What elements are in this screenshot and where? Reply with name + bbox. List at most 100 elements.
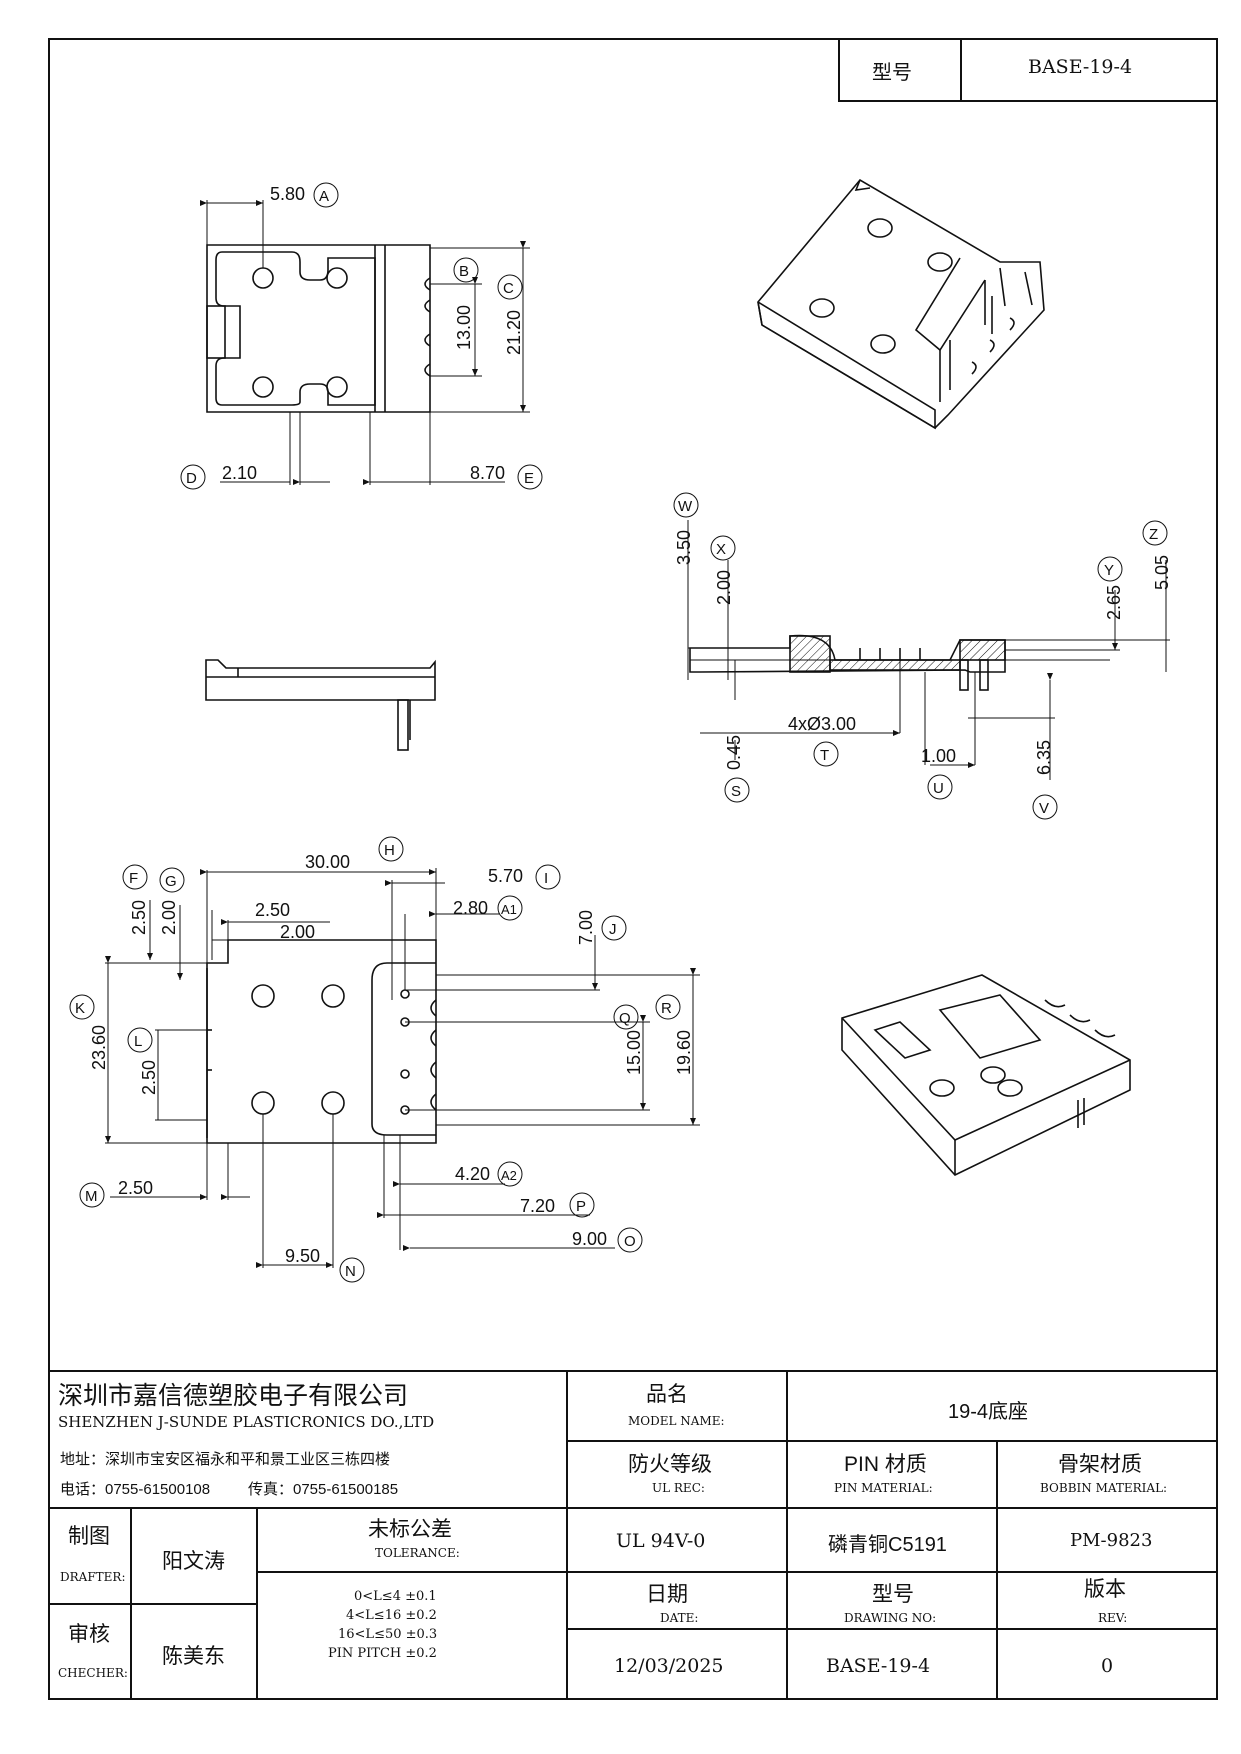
pin-material-label-cn: PIN 材质 — [844, 1453, 927, 1476]
svg-text:K: K — [75, 1000, 85, 1017]
dim-A2: 4.20 — [455, 1164, 490, 1184]
dim-P: 7.20 — [520, 1196, 555, 1216]
balloon-A: A — [319, 188, 329, 205]
svg-text:V: V — [1039, 800, 1049, 817]
dim-F: 2.50 — [129, 900, 149, 935]
rev-label-en: REV: — [1098, 1611, 1128, 1625]
bobbin-material-label-en: BOBBIN MATERIAL: — [1040, 1481, 1168, 1495]
dim-G2a: 2.50 — [255, 900, 290, 920]
model-name-label-en: MODEL NAME: — [628, 1414, 725, 1428]
dim-V: 6.35 — [1034, 740, 1054, 775]
drafter-label-cn: 制图 — [68, 1525, 110, 1548]
rev-value: 0 — [1101, 1655, 1114, 1677]
pin-material-label-en: PIN MATERIAL: — [834, 1481, 933, 1495]
isometric-view-bottom — [841, 974, 1131, 1176]
dim-Z: 5.05 — [1152, 555, 1172, 590]
tolerance-label-cn: 未标公差 — [368, 1518, 452, 1541]
dim-H: 30.00 — [305, 852, 350, 872]
svg-text:U: U — [933, 780, 944, 797]
drafter-label-en: DRAFTER: — [60, 1570, 126, 1584]
dim-R: 19.60 — [674, 1030, 694, 1075]
svg-text:A2: A2 — [501, 1168, 517, 1183]
svg-text:P: P — [576, 1198, 586, 1215]
company-phone: 电话：0755-61500108 — [60, 1481, 211, 1498]
header-model-value: BASE-19-4 — [1028, 56, 1133, 78]
dim-S: 0.45 — [724, 735, 744, 770]
svg-text:M: M — [85, 1188, 98, 1205]
company-name-en: SHENZHEN J-SUNDE PLASTICRONICS DO.,LTD — [58, 1413, 435, 1431]
svg-text:I: I — [544, 870, 548, 887]
title-block: 深圳市嘉信德塑胶电子有限公司 SHENZHEN J-SUNDE PLASTICR… — [48, 1370, 1218, 1700]
drawing-no-label-cn: 型号 — [872, 1583, 914, 1606]
svg-text:D: D — [186, 470, 197, 487]
dim-E: 8.70 — [470, 463, 505, 483]
bobbin-material-label-cn: 骨架材质 — [1058, 1453, 1142, 1476]
svg-text:F: F — [129, 870, 138, 887]
fire-rating-value: UL 94V-0 — [616, 1530, 706, 1552]
bottom-view — [206, 939, 437, 1144]
svg-text:Q: Q — [619, 1010, 631, 1027]
rev-label-cn: 版本 — [1084, 1578, 1126, 1601]
dim-O: 9.00 — [572, 1229, 607, 1249]
company-name-cn: 深圳市嘉信德塑胶电子有限公司 — [58, 1382, 409, 1410]
drawing-frame — [48, 38, 1218, 1700]
tolerance-line-2: 4<L≤16 ±0.2 — [346, 1608, 437, 1623]
dim-C: 21.20 — [504, 310, 524, 355]
fire-rating-label-en: UL REC: — [652, 1481, 705, 1495]
svg-text:G: G — [165, 873, 177, 890]
technical-drawings: 5.80 A B C 13.00 21.20 D 2.10 8.70 E W 3… — [69, 178, 1172, 1283]
dim-T: 4xØ3.00 — [788, 714, 856, 734]
dim-D: 2.10 — [222, 463, 257, 483]
svg-text:Z: Z — [1149, 526, 1158, 543]
dim-L: 2.50 — [139, 1060, 159, 1095]
dim-W: 3.50 — [674, 530, 694, 565]
company-address: 地址：深圳市宝安区福永和平和景工业区三栋四楼 — [60, 1451, 391, 1468]
model-name-value: 19-4底座 — [948, 1401, 1029, 1423]
svg-text:L: L — [134, 1033, 142, 1050]
header-model-box — [838, 38, 1218, 102]
checker-value: 陈美东 — [162, 1645, 225, 1668]
date-label-cn: 日期 — [646, 1583, 688, 1606]
pin-material-value: 磷青铜C5191 — [828, 1534, 947, 1556]
top-view — [206, 244, 431, 413]
dim-N: 9.50 — [285, 1246, 320, 1266]
dim-U: 1.00 — [921, 746, 956, 766]
fire-rating-label-cn: 防火等级 — [628, 1453, 712, 1476]
drawing-no-label-en: DRAWING NO: — [844, 1611, 937, 1625]
date-label-en: DATE: — [660, 1611, 699, 1625]
side-view — [205, 659, 436, 751]
date-value: 12/03/2025 — [614, 1655, 724, 1677]
tolerance-line-1: 0<L≤4 ±0.1 — [354, 1589, 437, 1604]
checker-label-cn: 审核 — [68, 1623, 110, 1646]
bobbin-material-value: PM-9823 — [1070, 1530, 1153, 1551]
dim-G2b: 2.00 — [280, 922, 315, 942]
dim-X: 2.00 — [714, 570, 734, 605]
dim-J: 7.00 — [576, 910, 596, 945]
svg-text:C: C — [503, 280, 514, 297]
svg-text:B: B — [459, 263, 469, 280]
header-model-label: 型号 — [872, 62, 912, 84]
checker-label-en: CHECHER: — [58, 1666, 128, 1680]
tolerance-line-3: 16<L≤50 ±0.3 — [338, 1627, 438, 1642]
dim-Y: 2.65 — [1104, 585, 1124, 620]
dim-K: 23.60 — [89, 1025, 109, 1070]
svg-text:H: H — [384, 842, 395, 859]
svg-text:A1: A1 — [501, 902, 517, 917]
dim-Q: 15.00 — [624, 1030, 644, 1075]
svg-text:O: O — [624, 1233, 636, 1250]
header-divider — [960, 38, 962, 102]
dim-M: 2.50 — [118, 1178, 153, 1198]
svg-text:T: T — [820, 747, 829, 764]
dim-A1: 2.80 — [453, 898, 488, 918]
company-fax: 传真：0755-61500185 — [248, 1481, 399, 1498]
tolerance-line-4: PIN PITCH ±0.2 — [328, 1646, 437, 1661]
model-name-label-cn: 品名 — [646, 1383, 688, 1406]
isometric-view-top — [757, 178, 1045, 430]
drawing-no-value: BASE-19-4 — [826, 1655, 931, 1677]
svg-text:W: W — [678, 498, 693, 515]
dim-A: 5.80 — [270, 184, 305, 204]
svg-text:S: S — [731, 783, 741, 800]
svg-text:N: N — [345, 1263, 356, 1280]
svg-text:E: E — [524, 470, 534, 487]
svg-text:R: R — [661, 1000, 672, 1017]
